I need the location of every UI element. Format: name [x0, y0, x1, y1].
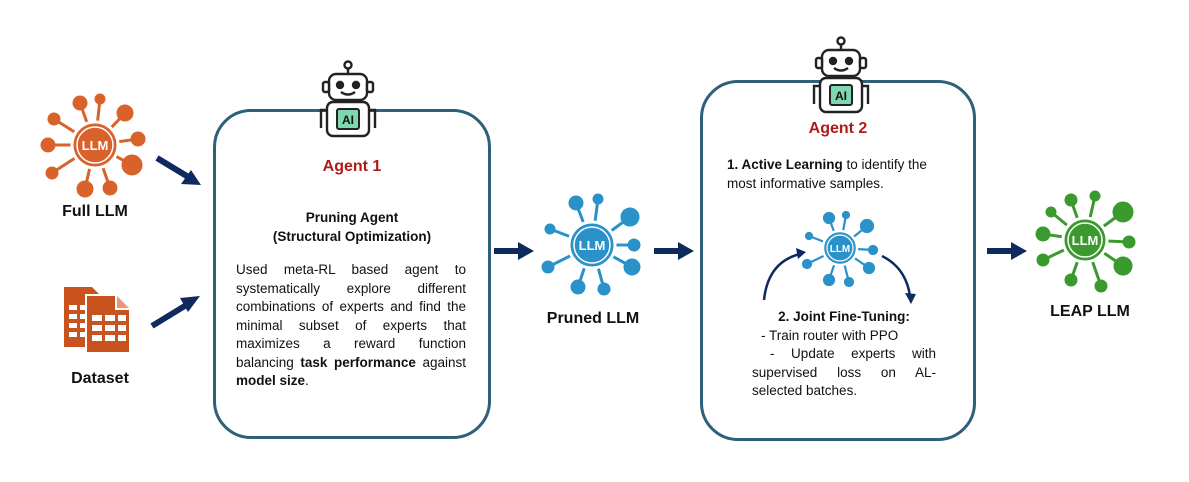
agent1-desc-bold-model-size: model size — [236, 373, 306, 388]
loop-arrow-right — [881, 254, 912, 297]
leap-llm-network-icon: LLM — [1035, 190, 1136, 293]
full-llm-icon-text: LLM — [82, 138, 109, 153]
agent2-llm-icon-text: LLM — [830, 244, 851, 255]
robot-icon: AI — [812, 36, 870, 114]
agent2-step2-item1: - Train router with PPO — [761, 327, 899, 343]
agent2-step2-title: 2. Joint Fine-Tuning: — [778, 309, 910, 324]
robot-badge-text: AI — [342, 113, 354, 127]
agent1-desc-part1: Used meta-RL based agent to systematical… — [236, 262, 466, 370]
robot-badge-text: AI — [835, 89, 847, 103]
pruned-llm-label: Pruned LLM — [546, 310, 640, 327]
agent2-step1-bold: 1. Active Learning — [727, 157, 843, 172]
agent1-desc-bold-task-performance: task performance — [300, 354, 416, 370]
agent1-subtitle: Pruning Agent (Structural Optimization) — [213, 209, 491, 246]
arrow-full-llm-to-agent1 — [155, 155, 201, 185]
full-llm-label: Full LLM — [62, 203, 128, 220]
full-llm-network-icon: LLM — [40, 93, 146, 198]
agent2-feedback-loop — [762, 248, 916, 304]
agent1-box — [213, 109, 491, 439]
agent2-llm-network-icon: LLM — [801, 210, 879, 288]
leap-llm-label: LEAP LLM — [1050, 303, 1130, 320]
leap-llm-icon-text: LLM — [1072, 233, 1099, 248]
agent1-desc-part2: against — [415, 354, 466, 370]
arrow-dataset-to-agent1 — [150, 296, 200, 329]
robot-icon: AI — [319, 60, 377, 138]
arrow-agent1-to-pruned — [494, 242, 534, 260]
arrow-agent2-to-leap — [987, 242, 1027, 260]
pruned-llm-network-icon: LLM — [541, 193, 641, 296]
agent1-description: Used meta-RL based agent to systematical… — [236, 261, 466, 391]
loop-arrow-left — [762, 252, 801, 301]
agent2-step1: 1. Active Learning to identify the most … — [727, 156, 957, 193]
agent1-title: Agent 1 — [322, 158, 382, 175]
dataset-spreadsheet-icon — [64, 287, 131, 354]
agent2-step1-rest: to identify the most informative samples… — [727, 157, 927, 191]
agent2-step2: 2. Joint Fine-Tuning: - Train router wit… — [752, 308, 936, 401]
dataset-label: Dataset — [71, 370, 129, 387]
agent2-step2-item2: - Update experts with supervised loss on… — [752, 346, 936, 398]
arrow-pruned-to-agent2 — [654, 242, 694, 260]
pruned-llm-icon-text: LLM — [579, 238, 606, 253]
agent2-title: Agent 2 — [808, 120, 868, 137]
agent1-subtitle-line2: (Structural Optimization) — [272, 228, 432, 244]
agent1-subtitle-line1: Pruning Agent — [305, 210, 399, 225]
agent1-desc-part3: . — [305, 373, 309, 388]
